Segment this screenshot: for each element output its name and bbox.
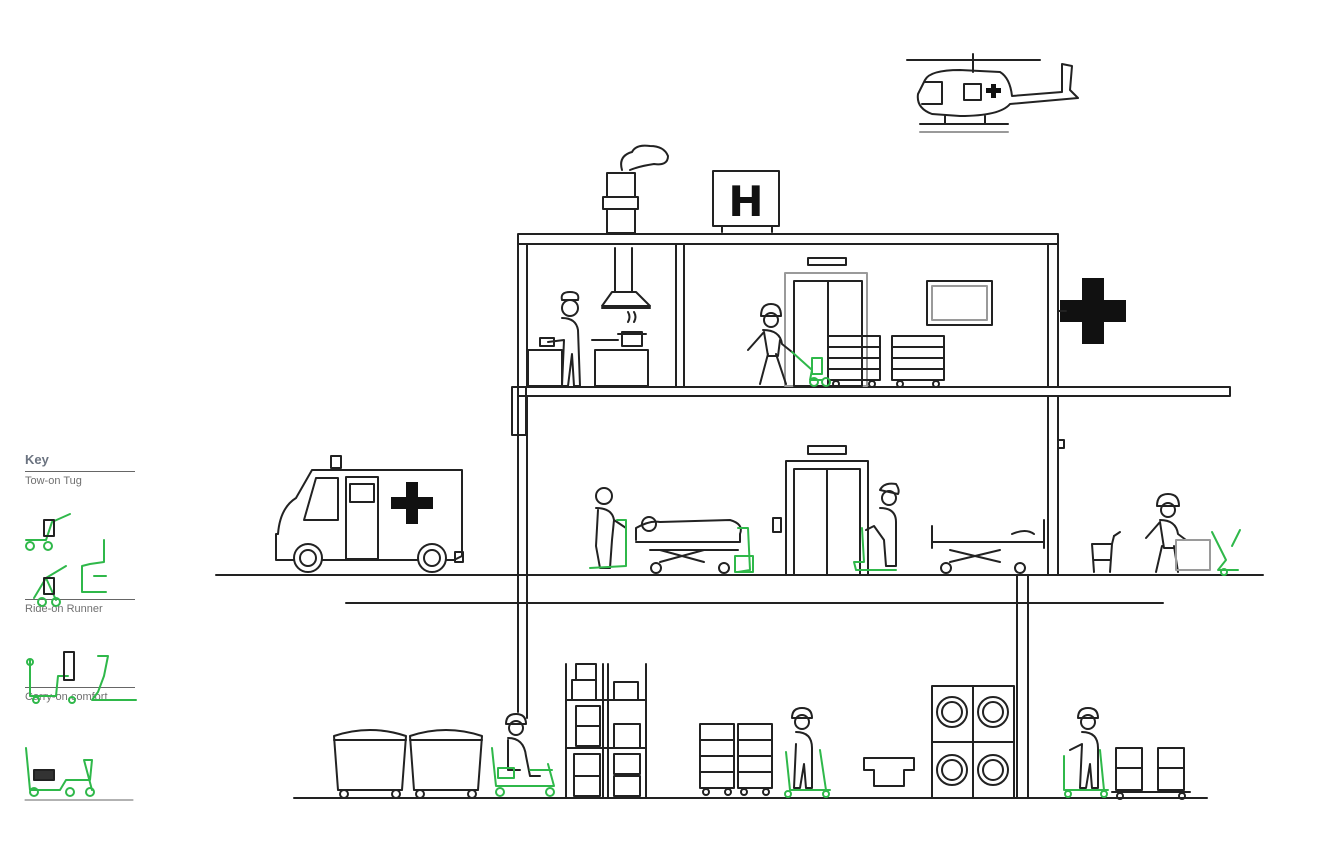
chimney-icon xyxy=(602,144,669,234)
legend-icon-tow-on-tug xyxy=(25,513,107,607)
basement-scene xyxy=(333,663,1191,800)
helipad-letter: H xyxy=(728,177,763,226)
ground-ward-scene xyxy=(595,445,1211,576)
carry-on-comfort-icon xyxy=(491,747,1109,798)
kitchen-scene xyxy=(527,247,651,387)
tow-on-tug-icon xyxy=(791,351,831,387)
hospital-building xyxy=(215,233,1264,799)
legend-divider xyxy=(25,687,135,688)
legend-icon-ride-on-runner xyxy=(26,651,137,704)
ride-on-runner-icon xyxy=(589,519,1241,576)
helipad-sign: H xyxy=(712,170,780,233)
helicopter-icon xyxy=(906,53,1079,133)
legend-divider xyxy=(25,599,135,600)
upper-ward-scene xyxy=(747,257,1126,388)
legend-label-tow-on-tug: Tow-on Tug xyxy=(25,475,82,487)
legend-icon-carry-on-comfort xyxy=(25,747,95,797)
legend-label-carry-on-comfort: Carry-on comfort xyxy=(25,691,108,703)
legend-title: Key xyxy=(25,452,49,467)
legend-divider xyxy=(25,471,135,472)
ambulance-icon xyxy=(275,455,464,573)
